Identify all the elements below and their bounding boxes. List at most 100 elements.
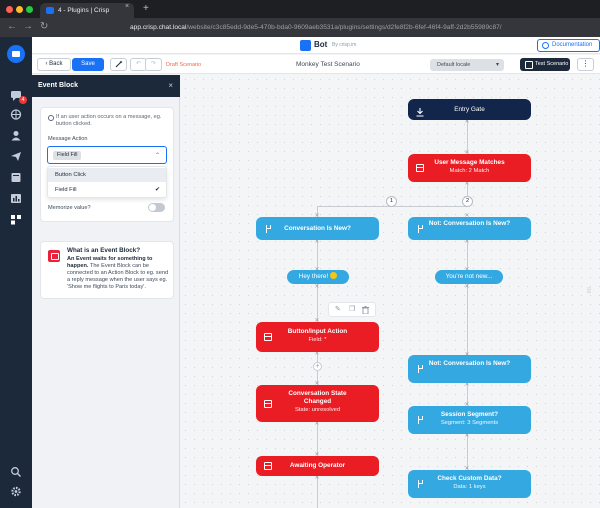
locale-select[interactable]: Default locale bbox=[430, 59, 504, 71]
back-button[interactable]: ‹ Back bbox=[37, 58, 71, 71]
connector-x-icon[interactable]: ✕ bbox=[314, 475, 320, 481]
block-toolbar: ✎ ❐ bbox=[328, 302, 376, 317]
globe-icon[interactable] bbox=[10, 109, 22, 120]
minimize-window-button[interactable] bbox=[16, 6, 23, 13]
plugins-icon[interactable] bbox=[10, 214, 22, 225]
message-action-select[interactable]: Field Fill ⌃ bbox=[47, 146, 167, 164]
scenario-name: Monkey Test Scenario bbox=[296, 61, 360, 68]
url-field[interactable]: app.crisp.chat.local/website/c3c85edd-9d… bbox=[130, 21, 590, 34]
branch-2-marker[interactable]: 2 bbox=[462, 196, 473, 207]
flow-canvas[interactable]: 1 2 ✕ ✕ ✕ ✕ ✕ ✕ ✕ ✕ ✕ ✕ ✕ ✕ ✕ ✕ ✕ ✕ ✕ ✕ … bbox=[181, 75, 600, 508]
bot-logo-icon bbox=[300, 40, 311, 51]
panel-header: Event Block × bbox=[32, 75, 180, 97]
close-panel-icon[interactable]: × bbox=[168, 81, 173, 90]
branch-icon bbox=[266, 224, 271, 233]
user-message-matches-node[interactable]: User Message Matches Match: 2 Match bbox=[408, 154, 531, 182]
info-icon bbox=[542, 42, 549, 49]
event-info-card bbox=[40, 241, 174, 299]
forward-arrow-icon[interactable]: → bbox=[23, 21, 33, 32]
save-button[interactable]: Save bbox=[72, 58, 104, 71]
checkmark-icon: ✔ bbox=[154, 187, 160, 193]
edit-icon[interactable]: ✎ bbox=[335, 306, 341, 313]
draft-status: Draft Scenario bbox=[166, 62, 202, 68]
branch-1-marker[interactable]: 1 bbox=[386, 196, 397, 207]
connector-x-icon[interactable]: ✕ bbox=[464, 466, 470, 472]
edge bbox=[317, 206, 318, 217]
hey-there-message-node[interactable]: Hey there! bbox=[287, 270, 349, 284]
tab-title: 4 - Plugins | Crisp bbox=[58, 7, 110, 14]
edge bbox=[467, 120, 468, 154]
memorize-toggle[interactable] bbox=[148, 203, 165, 212]
connector-x-icon[interactable]: ✕ bbox=[464, 382, 470, 388]
connector-x-icon[interactable]: ✕ bbox=[314, 284, 320, 290]
connector-x-icon[interactable]: ✕ bbox=[314, 239, 320, 245]
edge bbox=[467, 240, 468, 270]
connector-x-icon[interactable]: ✕ bbox=[314, 381, 320, 387]
documentation-button[interactable]: Documentation bbox=[537, 39, 600, 52]
connector-x-icon[interactable]: ✕ bbox=[464, 239, 470, 245]
helpdesk-icon[interactable] bbox=[10, 172, 22, 183]
connector-x-icon[interactable]: ✕ bbox=[314, 351, 320, 357]
entry-gate-node[interactable]: Entry Gate bbox=[408, 99, 531, 120]
add-block-button[interactable]: + bbox=[313, 362, 322, 371]
analytics-icon[interactable] bbox=[10, 193, 22, 204]
redo-button[interactable]: ↷ bbox=[145, 58, 162, 71]
connector-x-icon[interactable]: ✕ bbox=[464, 181, 470, 187]
browser-tab-bar: 4 - Plugins | Crisp × + bbox=[0, 0, 600, 18]
check-custom-data-node[interactable]: Check Custom Data? Data: 1 keys bbox=[408, 470, 531, 498]
option-field-fill[interactable]: Field Fill✔ bbox=[48, 183, 166, 197]
back-arrow-icon[interactable]: ← bbox=[7, 21, 17, 32]
new-tab-icon[interactable]: + bbox=[143, 3, 149, 14]
conversation-is-new-node[interactable]: Conversation Is New? bbox=[256, 217, 379, 240]
connector-x-icon[interactable]: ✕ bbox=[464, 433, 470, 439]
connector-x-icon[interactable]: ✕ bbox=[314, 213, 320, 219]
connector-x-icon[interactable]: ✕ bbox=[314, 452, 320, 458]
session-segment-node[interactable]: Session Segment? Segment: 3 Segments bbox=[408, 406, 531, 434]
button-input-action-node[interactable]: Button/Input Action Field: * bbox=[256, 322, 379, 352]
option-button-click[interactable]: Button Click bbox=[48, 168, 166, 182]
connector-x-icon[interactable]: ✕ bbox=[464, 213, 470, 219]
awaiting-operator-node[interactable]: Awaiting Operator bbox=[256, 456, 379, 476]
close-window-button[interactable] bbox=[6, 6, 13, 13]
hint-icon bbox=[48, 115, 54, 121]
url-host: app.crisp.chat.local bbox=[130, 24, 187, 31]
app-header: Bot By crisp.im Documentation bbox=[32, 37, 600, 54]
not-conversation-is-new-node[interactable]: Not: Conversation Is New? bbox=[408, 217, 531, 240]
crisp-logo-icon[interactable] bbox=[7, 45, 25, 63]
download-icon bbox=[416, 105, 424, 117]
not-new-message-node[interactable]: You're not new... bbox=[435, 270, 503, 284]
tab-close-icon[interactable]: × bbox=[125, 3, 130, 10]
connector-x-icon[interactable]: ✕ bbox=[464, 402, 470, 408]
connector-x-icon[interactable]: ✕ bbox=[314, 421, 320, 427]
connector-x-icon[interactable]: ✕ bbox=[464, 119, 470, 125]
connector-x-icon[interactable]: ✕ bbox=[464, 284, 470, 290]
wand-icon bbox=[115, 60, 122, 68]
contacts-icon[interactable] bbox=[10, 130, 22, 141]
bot-title: Bot bbox=[314, 40, 328, 49]
undo-icon: ↶ bbox=[135, 61, 142, 67]
search-icon[interactable] bbox=[10, 466, 22, 477]
event-calendar-icon bbox=[48, 250, 60, 262]
app-navigation: 4 bbox=[0, 37, 32, 508]
edge bbox=[317, 240, 318, 270]
magic-wand-button[interactable] bbox=[110, 58, 127, 71]
copy-icon[interactable]: ❐ bbox=[349, 306, 356, 313]
settings-icon[interactable] bbox=[10, 486, 22, 497]
message-action-dropdown: Button Click Field Fill✔ bbox=[47, 166, 167, 198]
chat-icon[interactable] bbox=[10, 90, 22, 101]
drag-handle-icon[interactable]: ⁞⁞ bbox=[587, 288, 591, 295]
campaigns-icon[interactable] bbox=[10, 151, 22, 162]
bot-by-label: By crisp.im bbox=[332, 42, 357, 48]
maximize-window-button[interactable] bbox=[26, 6, 33, 13]
reload-icon[interactable]: ↻ bbox=[40, 21, 49, 32]
conversation-state-changed-node[interactable]: Conversation State Changed State: unreso… bbox=[256, 385, 379, 422]
event-hint: If an user action occurs on a message, e… bbox=[56, 114, 162, 127]
delete-icon[interactable] bbox=[362, 303, 369, 319]
browser-tab[interactable]: 4 - Plugins | Crisp bbox=[40, 3, 134, 18]
connector-x-icon[interactable]: ✕ bbox=[314, 318, 320, 324]
not-conversation-is-new-node-2[interactable]: Not: Conversation Is New? bbox=[408, 355, 531, 383]
connector-x-icon[interactable]: ✕ bbox=[464, 150, 470, 156]
test-scenario-button[interactable]: Test Scenario bbox=[520, 58, 570, 71]
edge bbox=[467, 182, 468, 207]
more-options-button[interactable]: ⋮ bbox=[577, 58, 594, 71]
